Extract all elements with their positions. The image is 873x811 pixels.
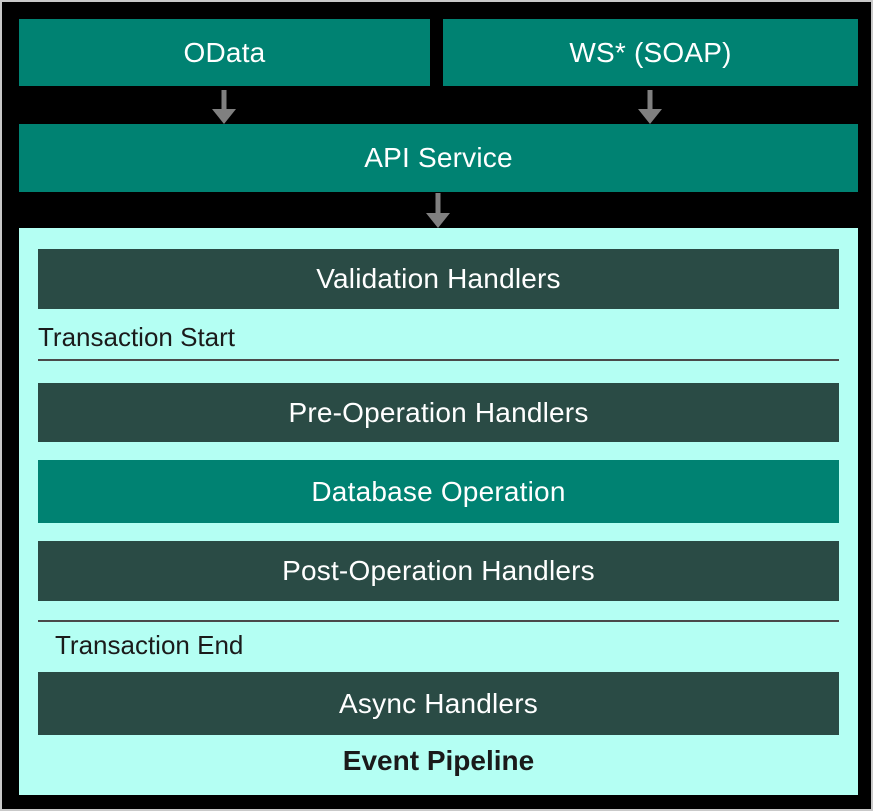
pre-operation-handlers-box: Pre-Operation Handlers — [38, 383, 839, 442]
arrow-stem — [647, 90, 653, 109]
arrow-head — [638, 109, 662, 124]
api-service-box: API Service — [19, 124, 858, 192]
arrow-head — [426, 213, 450, 228]
validation-handlers-box: Validation Handlers — [38, 249, 839, 309]
arrow-down-icon-ws — [638, 90, 662, 124]
arrow-down-icon-api — [426, 193, 450, 228]
transaction-end-label: Transaction End — [55, 630, 244, 660]
event-pipeline-container: Validation Handlers Transaction Start Pr… — [19, 228, 858, 795]
arrow-stem — [435, 193, 441, 213]
transaction-end-divider — [38, 620, 839, 622]
event-pipeline-title: Event Pipeline — [342, 745, 535, 776]
arrow-down-icon-odata — [212, 90, 236, 124]
odata-source-box: OData — [19, 19, 430, 86]
transaction-start-divider — [38, 359, 839, 361]
post-operation-handlers-box: Post-Operation Handlers — [38, 541, 839, 601]
transaction-start-label: Transaction Start — [38, 322, 236, 352]
ws-soap-source-box: WS* (SOAP) — [443, 19, 858, 86]
arrow-head — [212, 109, 236, 124]
async-handlers-box: Async Handlers — [38, 672, 839, 735]
database-operation-box: Database Operation — [38, 460, 839, 523]
arrow-stem — [221, 90, 227, 109]
